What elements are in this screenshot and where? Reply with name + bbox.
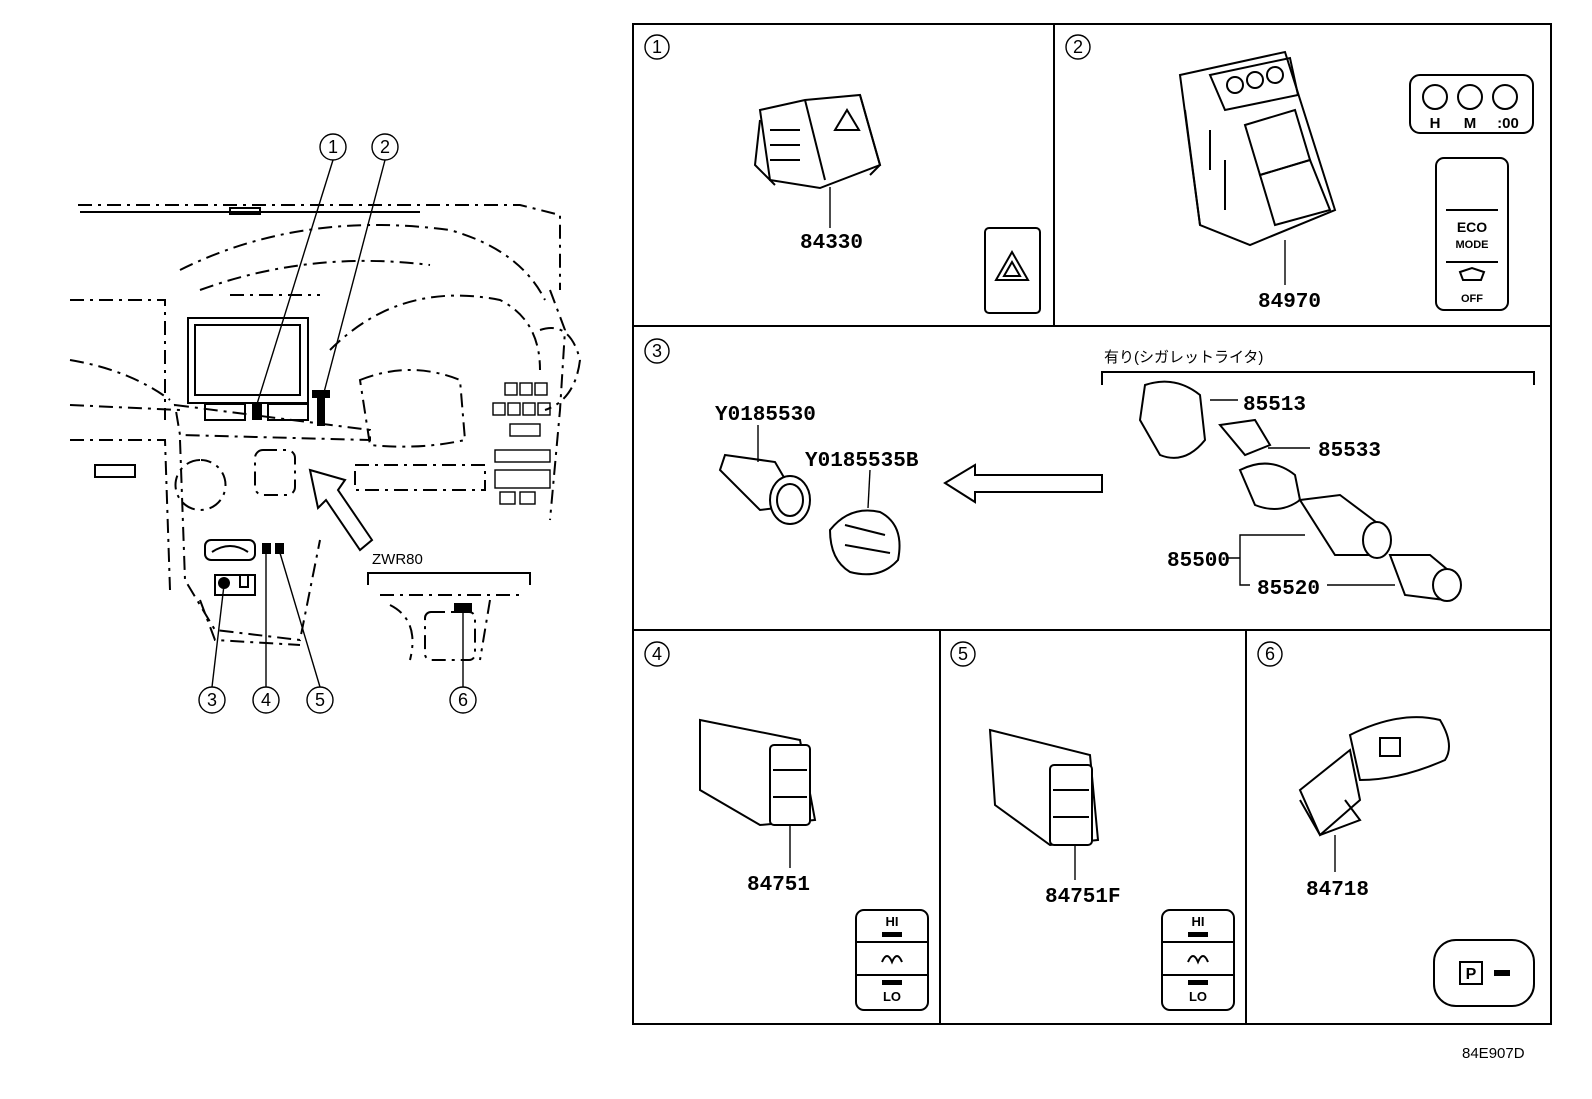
eco-mode-button-icon [1435,157,1509,311]
socket-assembly-drawing [718,425,901,576]
overview-callout-6: 6 [458,690,468,710]
lighter-parts-drawing [1138,380,1462,602]
part-84751: 84751 [747,874,810,897]
seat-heater-left-icon [855,909,929,1011]
overview-callout-3: 3 [207,690,217,710]
part-85500-bracket [1227,534,1395,586]
seat-heater-right-drawing [988,728,1100,880]
part-Y0185530: Y0185530 [715,404,816,427]
cigarette-lighter-note: 有り(シガレットライタ) [1104,349,1263,366]
note-bracket [1101,371,1535,385]
panel-grid [632,23,1552,1025]
eco-label: ECO [1457,219,1487,235]
arrow-left-icon [943,463,1103,504]
part-84718: 84718 [1306,879,1369,902]
overview-callout-2: 2 [380,137,390,157]
left-hi-label: HI [886,914,899,929]
seat-heater-left-drawing [699,718,817,868]
off-label: OFF [1461,293,1483,305]
overview-callout-1: 1 [328,137,338,157]
panel-3-index: 3 [652,341,662,361]
hazard-switch-drawing [753,93,882,228]
part-Y0185535B: Y0185535B [805,450,919,473]
callout-circles [198,133,477,714]
right-hi-label: HI [1192,914,1205,929]
dashboard-overview [69,159,582,688]
seat-heater-right-icon [1161,909,1235,1011]
parking-switch-drawing [1298,716,1450,872]
left-lo-label: LO [883,989,901,1004]
diagram-code: 84E907D [1462,1045,1525,1062]
timer-label-m: M [1464,115,1477,132]
variant-label: ZWR80 [372,551,423,568]
panel-2-index: 2 [1073,37,1083,57]
mode-label: MODE [1456,239,1489,251]
part-85500: 85500 [1167,550,1230,573]
timer-label-00: :00 [1497,115,1519,132]
part-85533: 85533 [1318,440,1381,463]
panel-index-circles [644,34,1283,667]
overview-callout-4: 4 [261,690,271,710]
panel-4-index: 4 [652,644,662,664]
part-85520: 85520 [1257,578,1320,601]
timer-label-h: H [1430,115,1441,132]
part-84970: 84970 [1258,291,1321,314]
part-84330: 84330 [800,232,863,255]
p-label: P [1466,966,1477,983]
panel-6-index: 6 [1265,644,1275,664]
overview-callout-5: 5 [315,690,325,710]
hazard-icon [984,227,1041,314]
part-84751F: 84751F [1045,886,1121,909]
parking-button-icon [1433,939,1535,1007]
eco-switch-drawing [1178,50,1337,285]
part-85513: 85513 [1243,394,1306,417]
panel-1-index: 1 [652,37,662,57]
panel-5-index: 5 [958,644,968,664]
right-lo-label: LO [1189,989,1207,1004]
timer-buttons-icon [1409,74,1534,134]
